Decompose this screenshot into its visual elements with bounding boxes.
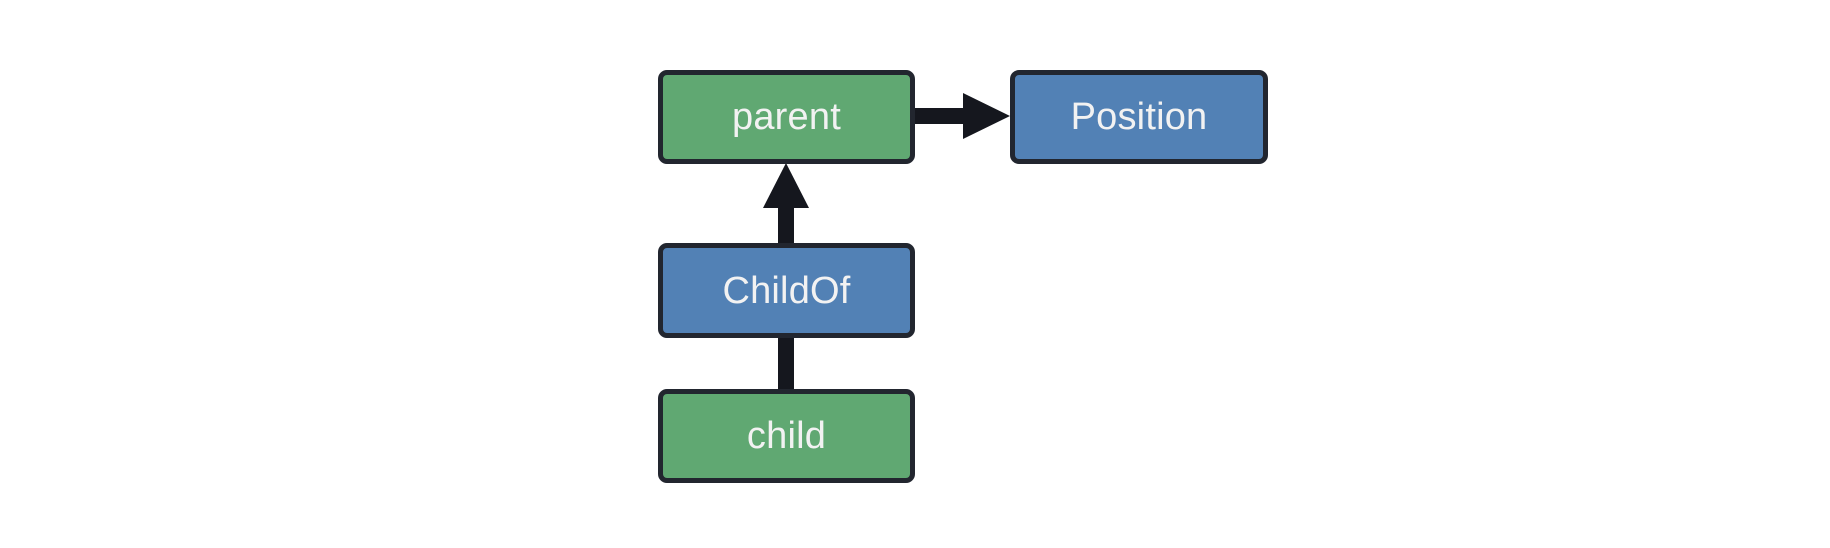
arrowhead-up-icon [763, 163, 809, 208]
node-parent-label: parent [732, 96, 841, 138]
node-position[interactable]: Position [1010, 70, 1268, 164]
node-childof[interactable]: ChildOf [658, 243, 915, 338]
edge-parent-to-position [913, 93, 1010, 139]
arrowhead-right-icon [963, 93, 1010, 139]
edge-childof-to-parent [763, 163, 809, 246]
node-position-label: Position [1070, 96, 1208, 138]
node-childof-label: ChildOf [722, 269, 851, 312]
node-parent[interactable]: parent [658, 70, 915, 164]
node-child[interactable]: child [658, 389, 915, 483]
node-child-label: child [746, 415, 827, 457]
edge-child-to-childof [778, 336, 794, 392]
